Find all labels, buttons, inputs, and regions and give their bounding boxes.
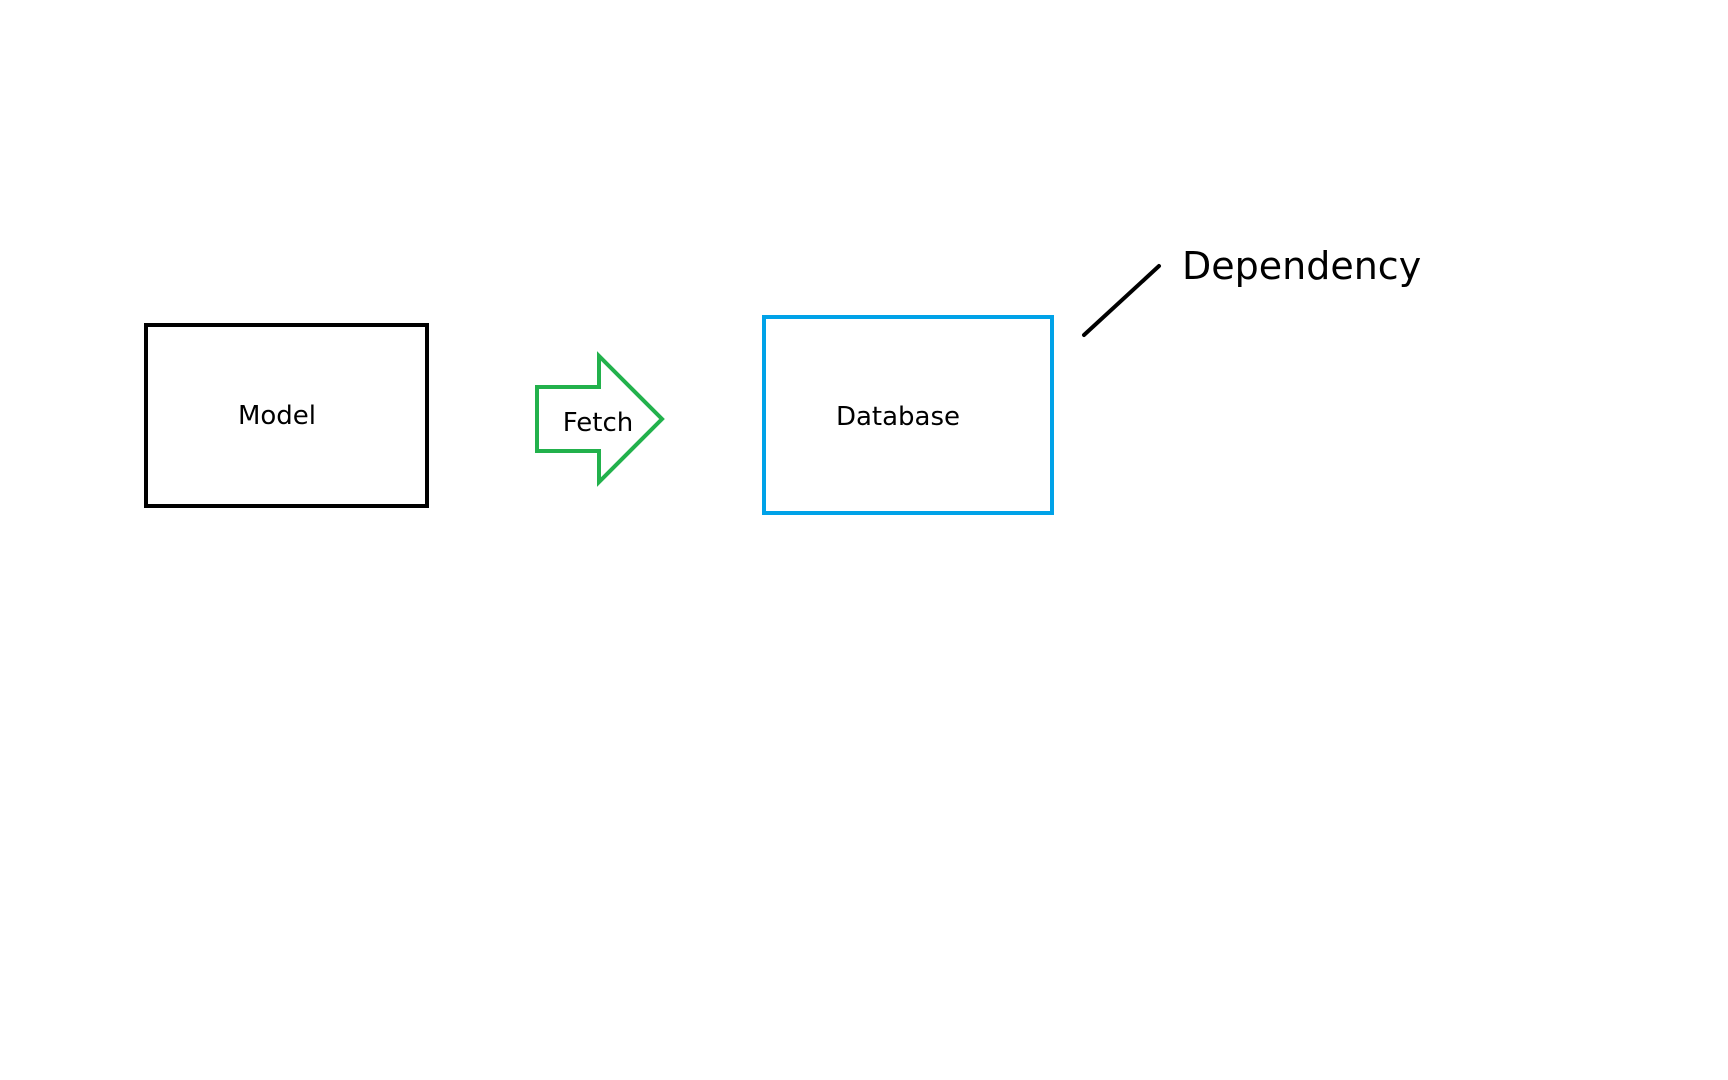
- fetch-label: Fetch: [563, 408, 634, 438]
- database-box: [762, 315, 1054, 515]
- fetch-arrow: Fetch: [535, 351, 665, 487]
- database-node: Database: [762, 315, 1054, 515]
- dependency-label: Dependency: [1182, 244, 1421, 288]
- model-box: [144, 323, 429, 508]
- model-label: Model: [238, 401, 316, 431]
- fetch-arrow-shape: [535, 351, 665, 487]
- model-node: Model: [144, 323, 429, 508]
- dependency-leader-line: [1082, 264, 1161, 337]
- database-label: Database: [836, 402, 960, 432]
- dependency-annotation: Dependency: [1082, 244, 1421, 337]
